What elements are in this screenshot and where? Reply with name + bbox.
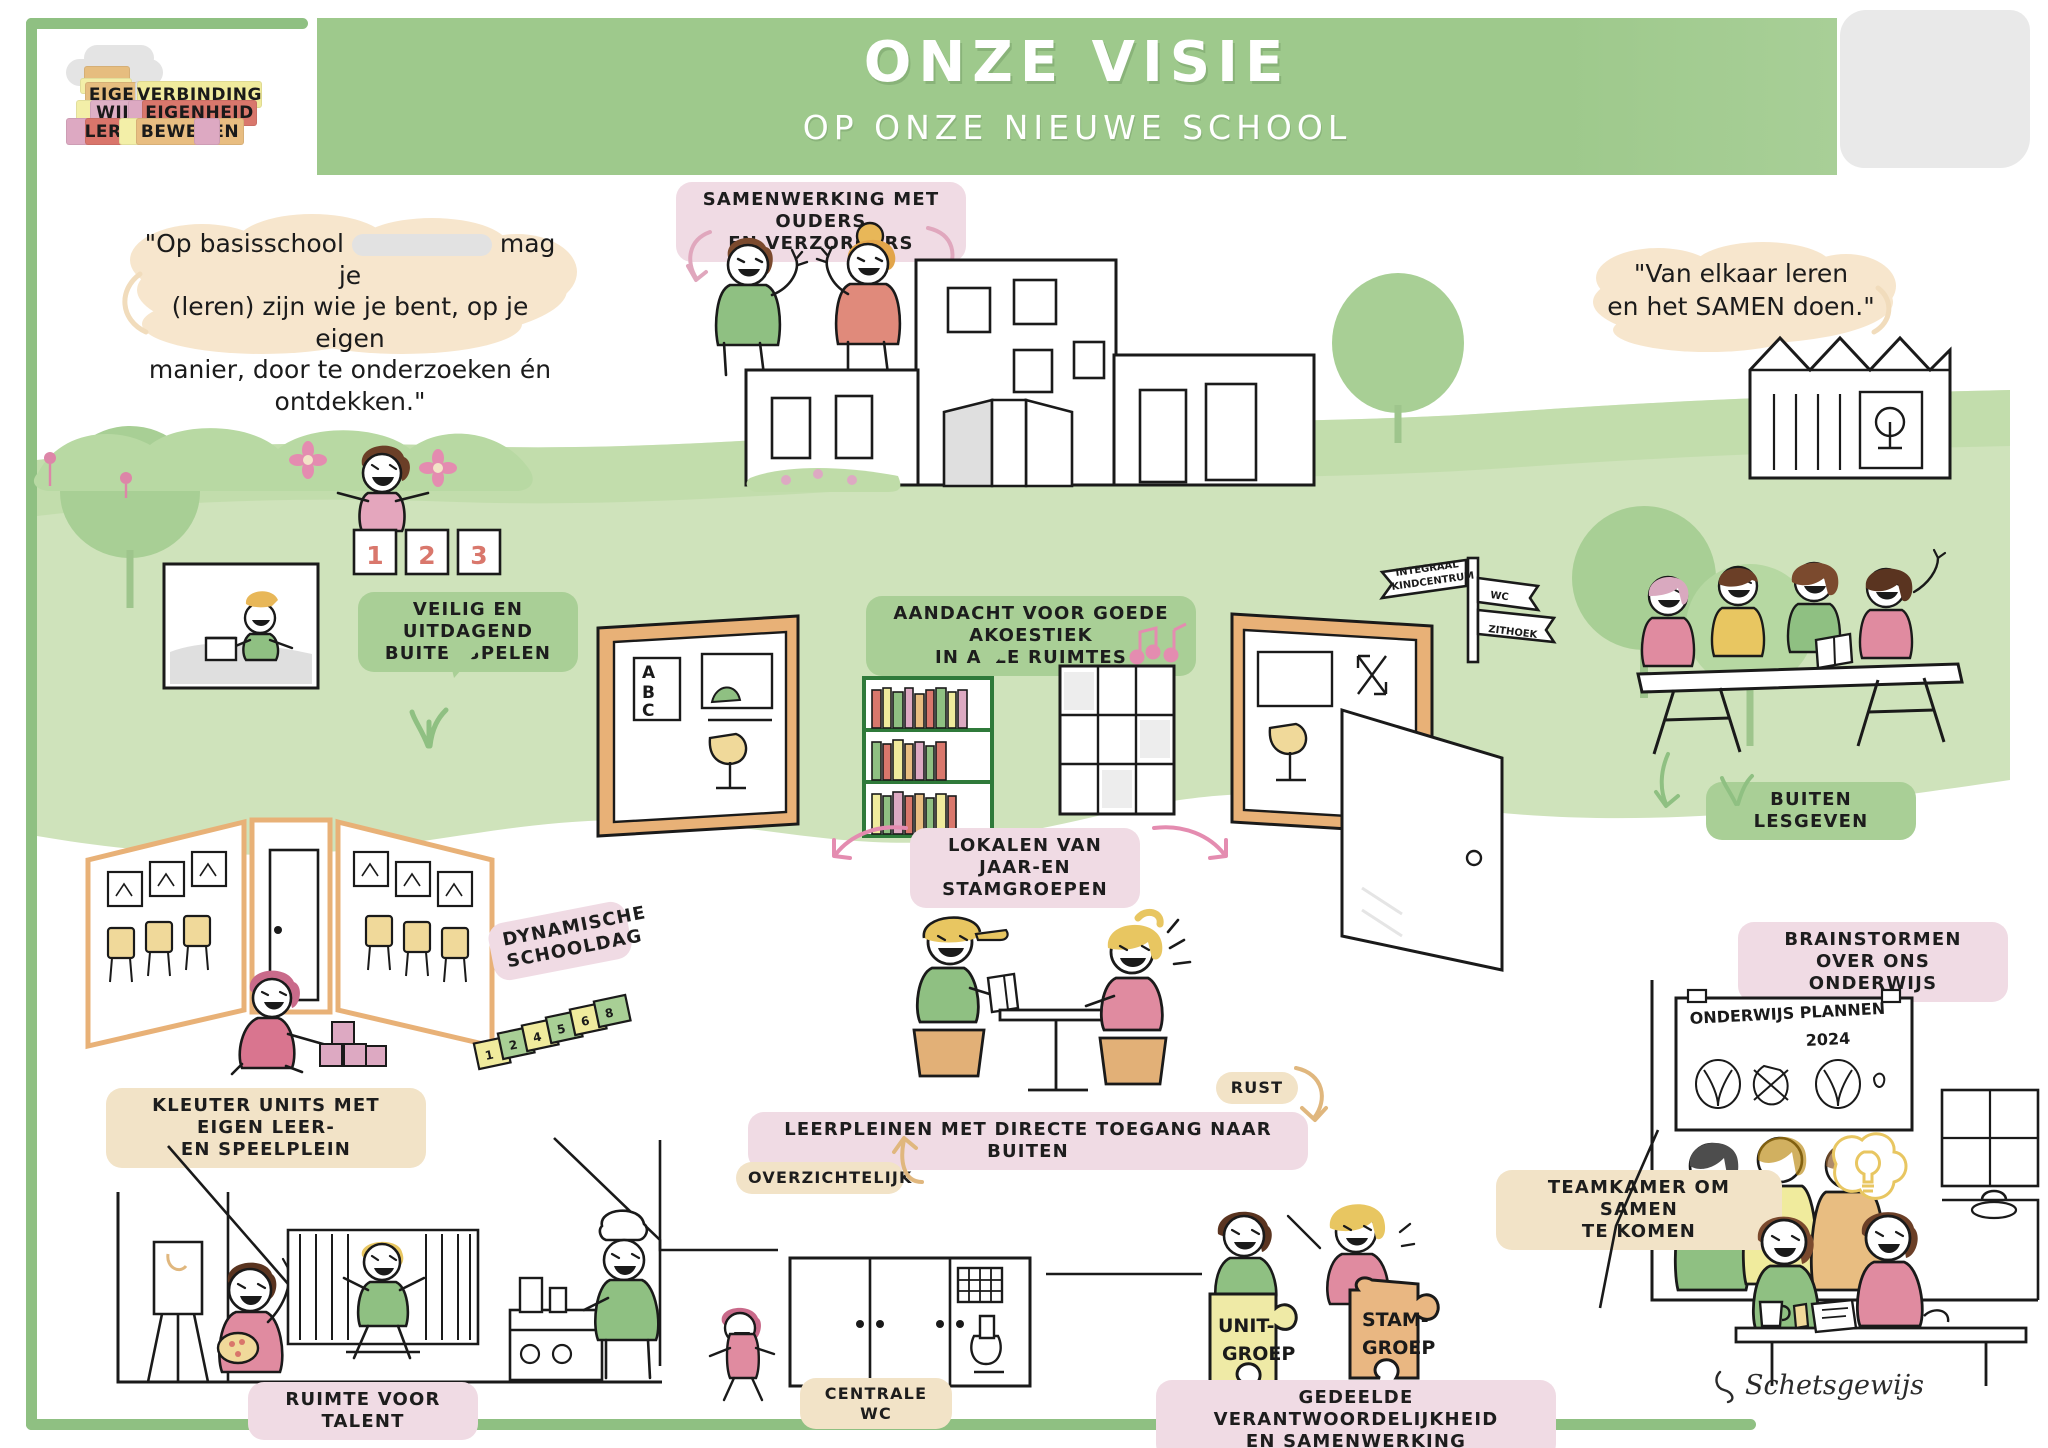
corner-blob (1840, 10, 2030, 168)
connector-line-teamkamer (1558, 1129, 1678, 1310)
svg-text:1: 1 (484, 1048, 495, 1063)
label-centrale-wc: CENTRALE WC (800, 1378, 952, 1430)
connector-line-wc-puzzle (1046, 1264, 1206, 1284)
puzzle-piece-unit: UNIT- GROEP (1198, 1284, 1324, 1408)
frame-border-top (26, 18, 308, 29)
svg-text:1: 1 (366, 541, 383, 570)
label-leerpleinen: LEERPLEINEN MET DIRECTE TOEGANG NAAR BUI… (748, 1112, 1308, 1170)
flower-pink-a (288, 440, 328, 480)
puzzle-piece-stam: STAM- GROEP (1326, 1276, 1456, 1404)
svg-text:8: 8 (604, 1006, 615, 1021)
svg-text:WC: WC (1490, 590, 1510, 603)
arrow-rust (1286, 1060, 1346, 1130)
tree-center-right (1318, 265, 1478, 445)
svg-text:2: 2 (418, 541, 435, 570)
svg-text:3: 3 (470, 541, 487, 570)
speech-tail-akoestiek (970, 642, 1020, 678)
bookshelf (858, 672, 998, 842)
grass-tuft-1 (404, 700, 454, 750)
svg-text:UNIT-: UNIT- (1218, 1315, 1274, 1337)
svg-text:2024: 2024 (1805, 1029, 1850, 1050)
quote-left-text: "Op basisschool mag je (leren) zijn wie … (140, 228, 560, 417)
label-overzichtelijk: OVERZICHTELIJK (736, 1162, 911, 1194)
quote-left-line3: manier, door te onderzoeken én (148, 355, 552, 384)
signature: Schetsgewijs (1745, 1370, 1924, 1401)
leerplein-scene (880, 890, 1210, 1110)
label-gedeelde-verantwoordelijkheid: GEDEELDE VERANTWOORDELIJKHEID EN SAMENWE… (1156, 1380, 1556, 1448)
arrow-to-parents-left (680, 228, 740, 288)
frame-border-left (26, 18, 37, 1430)
label-lokalen: LOKALEN VAN JAAR-EN STAMGROEPEN (910, 828, 1140, 908)
arrow-lokalen-left (820, 818, 910, 868)
signpost: INTEGRAAL KINDCENTRUM WC ZITHOEK (1378, 552, 1578, 664)
label-brainstormen: BRAINSTORMEN OVER ONS ONDERWIJS (1738, 922, 2008, 1002)
figure-child-running-wc (700, 1300, 790, 1410)
svg-text:GROEP: GROEP (1222, 1343, 1295, 1365)
outdoor-lesson-group (1628, 548, 1988, 778)
quote-left-line2: (leren) zijn wie je bent, op je eigen (171, 292, 529, 353)
hopscotch-tiles: 1 2 3 (350, 520, 520, 580)
arrow-lokalen-right (1150, 818, 1240, 868)
school-building (726, 250, 1446, 500)
figure-child-outside (332, 435, 452, 555)
music-notes-icon (1129, 620, 1190, 670)
label-dynamische-schooldag: DYNAMISCHE SCHOOLDAG (485, 899, 648, 983)
svg-text:GROEP: GROEP (1362, 1337, 1435, 1359)
quote-left-line1b: mag je (338, 229, 556, 290)
svg-text:B: B (642, 683, 655, 703)
svg-text:A: A (642, 663, 656, 683)
speech-tail-veilig (440, 644, 490, 680)
svg-text:6: 6 (580, 1014, 591, 1029)
svg-text:STAM-: STAM- (1362, 1309, 1429, 1331)
central-wc-scene (780, 1244, 1060, 1404)
wall-panel-right-lower (1332, 700, 1522, 1000)
redacted-school-name (351, 234, 492, 256)
logo-block-bewegen: BEWEGEN (136, 118, 244, 145)
connector-lines-center (648, 1130, 1088, 1280)
grass-tuft-2 (1716, 768, 1756, 808)
bike-shed (1740, 330, 1960, 480)
flowers-left (30, 440, 230, 500)
label-kleuter-units: KLEUTER UNITS MET EIGEN LEER- EN SPEELPL… (106, 1088, 426, 1168)
label-ruimte-talent: RUIMTE VOOR TALENT (248, 1382, 478, 1440)
label-rust: RUST (1216, 1072, 1298, 1104)
svg-text:C: C (642, 701, 654, 721)
figure-child-blocks (216, 960, 406, 1090)
teachers-at-table (1734, 1130, 2036, 1390)
figure-parent-right (815, 218, 938, 383)
stepping-stones: 1 2 4 5 6 8 (472, 992, 644, 1072)
cubby-shelves (1054, 660, 1180, 820)
quote-right-cloud (1588, 240, 1898, 352)
signature-mark-icon (1712, 1366, 1746, 1406)
sandbox-scene (156, 556, 326, 696)
svg-text:2: 2 (508, 1038, 519, 1053)
quote-left-cloud (112, 212, 582, 354)
svg-text:5: 5 (556, 1022, 567, 1037)
arrow-overzichtelijk (880, 1130, 940, 1190)
logo-block-blank-h (194, 118, 220, 145)
flower-pink-b (418, 448, 458, 488)
arrow-buiten-lesgeven (1646, 752, 1696, 812)
page-subtitle: OP ONZE NIEUWE SCHOOL (802, 108, 1352, 147)
header-band (317, 18, 1837, 175)
quote-right-text: "Van elkaar leren en het SAMEN doen." (1607, 259, 1875, 321)
kleuter-unit-rooms (80, 800, 500, 1070)
quote-left-line1a: "Op basisschool (144, 229, 344, 258)
svg-text:4: 4 (532, 1030, 543, 1045)
page-title: ONZE VISIE (863, 30, 1291, 95)
label-teamkamer: TEAMKAMER OM SAMEN TE KOMEN (1496, 1170, 1782, 1250)
quote-left-line4: ontdekken." (274, 386, 426, 416)
logo-block-stack: EIGEN VERBINDING WIJS EIGENHEID LEREN BE… (52, 30, 302, 165)
talent-room-scene (110, 1182, 670, 1422)
